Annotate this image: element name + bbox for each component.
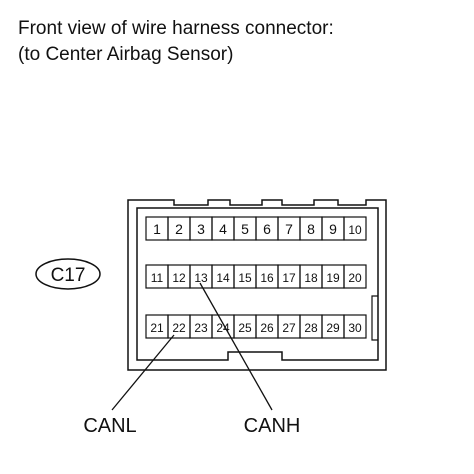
pin-number: 13 bbox=[194, 271, 208, 285]
pin-number: 10 bbox=[348, 223, 362, 237]
pin-cell bbox=[343, 216, 367, 241]
pin-number: 25 bbox=[238, 321, 252, 335]
canh-leader-line bbox=[199, 282, 273, 411]
pin-number: 7 bbox=[285, 221, 293, 237]
pin-number: 6 bbox=[263, 221, 271, 237]
canl-label: CANL bbox=[83, 415, 136, 437]
pin-number: 22 bbox=[172, 321, 186, 335]
caption-line-2: (to Center Airbag Sensor) bbox=[18, 44, 234, 65]
pin-number: 26 bbox=[260, 321, 274, 335]
lock-tab bbox=[371, 295, 378, 341]
connector-housing-inner bbox=[136, 207, 379, 361]
pin-number: 15 bbox=[238, 271, 252, 285]
pin-cell bbox=[343, 264, 367, 289]
pin-number: 3 bbox=[197, 221, 205, 237]
canh-label: CANH bbox=[244, 415, 301, 437]
pin-number: 19 bbox=[326, 271, 340, 285]
pin-number: 1 bbox=[153, 221, 161, 237]
pin-number: 2 bbox=[175, 221, 183, 237]
pin-cell bbox=[343, 314, 367, 339]
pin-number: 24 bbox=[216, 321, 230, 335]
caption-line-1: Front view of wire harness connector: bbox=[18, 18, 334, 39]
canl-leader-line bbox=[111, 334, 175, 411]
pin-number: 23 bbox=[194, 321, 208, 335]
pin-number: 9 bbox=[329, 221, 337, 237]
connector-housing-outer bbox=[127, 199, 387, 371]
pin-number: 18 bbox=[304, 271, 318, 285]
pin-number: 14 bbox=[216, 271, 230, 285]
pin-number: 21 bbox=[150, 321, 164, 335]
pin-number: 20 bbox=[348, 271, 362, 285]
pin-number: 4 bbox=[219, 221, 227, 237]
pin-number: 12 bbox=[172, 271, 186, 285]
pin-number: 11 bbox=[151, 271, 164, 285]
pin-number: 8 bbox=[307, 221, 315, 237]
pin-number: 17 bbox=[282, 271, 296, 285]
pin-number: 28 bbox=[304, 321, 318, 335]
pin-number: 16 bbox=[260, 271, 274, 285]
pin-number: 5 bbox=[241, 221, 249, 237]
connector-code-oval bbox=[35, 258, 101, 290]
pin-number: 30 bbox=[348, 321, 362, 335]
pin-number: 27 bbox=[282, 321, 296, 335]
pin-number: 29 bbox=[326, 321, 340, 335]
connector-code: C17 bbox=[51, 265, 86, 286]
